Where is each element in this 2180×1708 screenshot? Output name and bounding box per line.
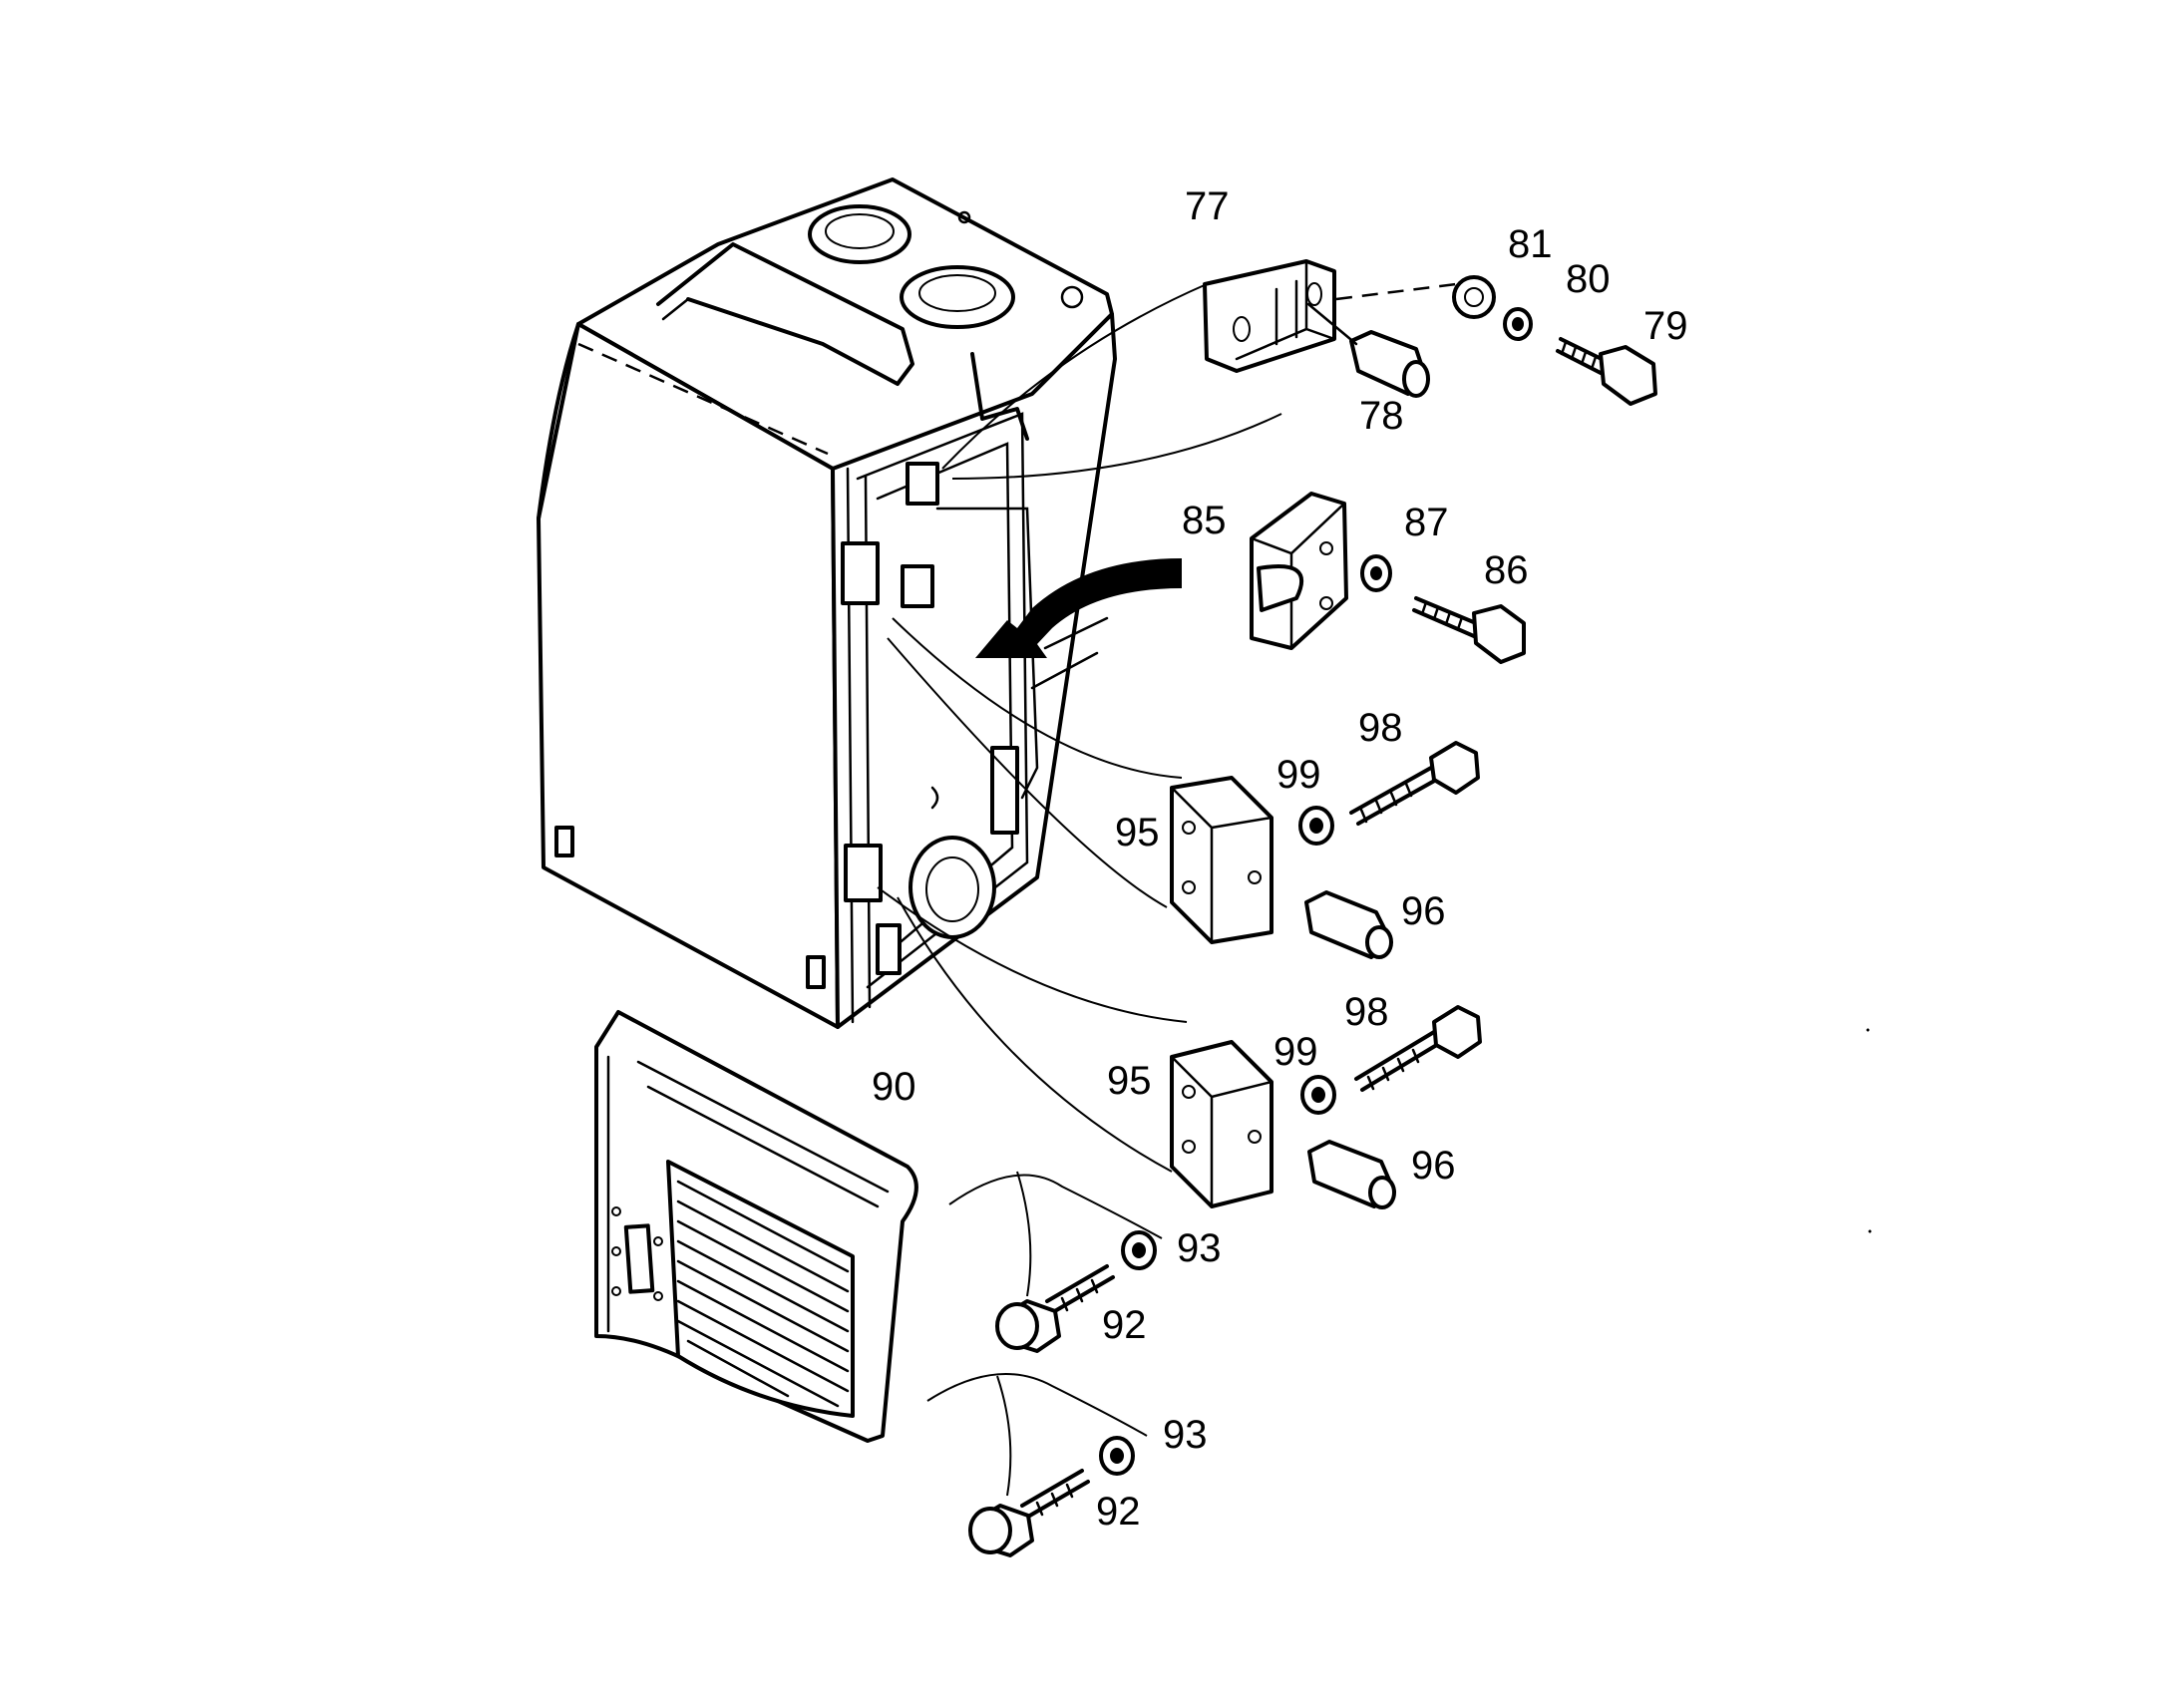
- screw-92-upper-assembly: [948, 1171, 1163, 1353]
- part-label-98-upper: 98: [1358, 706, 1403, 750]
- part-label-95-lower: 95: [1107, 1059, 1152, 1103]
- part-number-labels: 77 78 79 80 81 85 86 87 90 92 92 93 93 9…: [872, 184, 1688, 1534]
- part-label-92-upper: 92: [1102, 1303, 1147, 1347]
- part-label-77: 77: [1185, 184, 1230, 228]
- part-label-95-upper: 95: [1115, 811, 1160, 854]
- part-label-86: 86: [1484, 548, 1529, 592]
- part-label-85: 85: [1182, 499, 1227, 542]
- block-95-lower-assembly: [1170, 1005, 1482, 1209]
- part-label-99-upper: 99: [1276, 753, 1321, 797]
- part-label-80: 80: [1566, 257, 1611, 301]
- main-housing: [537, 177, 1117, 1029]
- part-label-96-upper: 96: [1401, 889, 1446, 933]
- part-label-93-lower: 93: [1163, 1413, 1208, 1457]
- part-label-79: 79: [1643, 304, 1688, 348]
- front-cover-90: [594, 1010, 918, 1443]
- part-label-90: 90: [872, 1065, 916, 1109]
- screw-92-lower-assembly: [926, 1373, 1148, 1557]
- part-label-92-lower: 92: [1096, 1490, 1141, 1534]
- part-label-81: 81: [1508, 222, 1553, 266]
- speck: [1866, 1028, 1870, 1032]
- part-label-98-lower: 98: [1344, 990, 1389, 1034]
- part-label-96-lower: 96: [1411, 1144, 1456, 1188]
- block-85-assembly: [1250, 492, 1526, 664]
- part-label-99-lower: 99: [1273, 1030, 1318, 1074]
- leader-lines: [877, 283, 1282, 1173]
- part-label-93-upper: 93: [1177, 1226, 1222, 1270]
- block-95-upper-assembly: [1170, 741, 1480, 959]
- direction-arrow: [975, 558, 1182, 658]
- part-label-87: 87: [1404, 501, 1449, 544]
- bracket-77-assembly: [1203, 259, 1657, 406]
- part-label-78: 78: [1359, 394, 1404, 438]
- speck: [1868, 1229, 1872, 1233]
